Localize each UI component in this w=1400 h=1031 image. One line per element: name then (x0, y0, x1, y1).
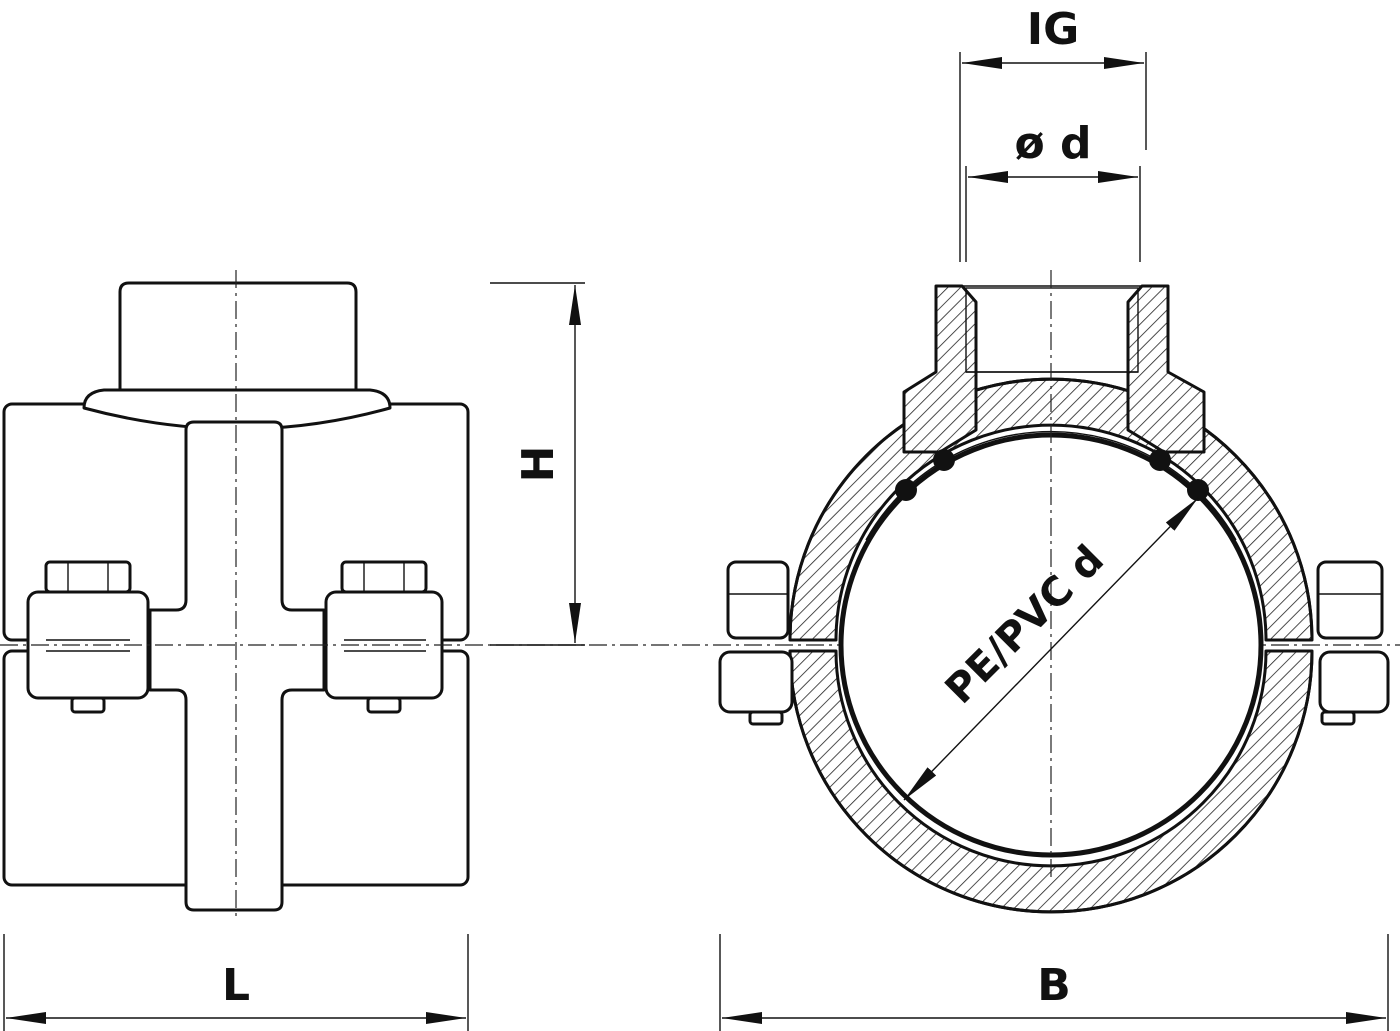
dimension-od: ø d (965, 118, 1141, 262)
right-bolt-head-top (1316, 560, 1384, 640)
side-view (0, 270, 1400, 918)
dimension-ig: IG (959, 4, 1147, 262)
seal-dot (895, 479, 917, 501)
side-saddle-dome (82, 388, 392, 431)
side-rib (148, 420, 326, 912)
side-right-nut (340, 560, 428, 594)
dimension-label-b: B (1037, 960, 1071, 1011)
left-bolt-head-top (726, 560, 790, 640)
side-outlet-neck (118, 281, 358, 394)
seal-dot (1149, 449, 1171, 471)
right-bolt-head-bottom (1318, 650, 1390, 714)
dimension-label-od: ø d (1014, 118, 1091, 169)
dimension-label-ig: IG (1027, 4, 1080, 55)
seal-dot (1187, 479, 1209, 501)
dimension-h: H (490, 282, 585, 646)
outlet-section-left (902, 284, 978, 454)
dimension-b: B (719, 934, 1389, 1031)
outlet-section-right (1126, 284, 1206, 454)
side-right-bolt-end (366, 696, 402, 714)
dimension-label-l: L (222, 960, 250, 1011)
seal-dot (933, 449, 955, 471)
left-bolt-head-bottom (718, 650, 794, 714)
side-left-bolt-end (70, 696, 106, 714)
dimension-l: L (3, 934, 469, 1031)
side-left-nut (44, 560, 132, 594)
dimension-label-h: H (513, 446, 564, 483)
